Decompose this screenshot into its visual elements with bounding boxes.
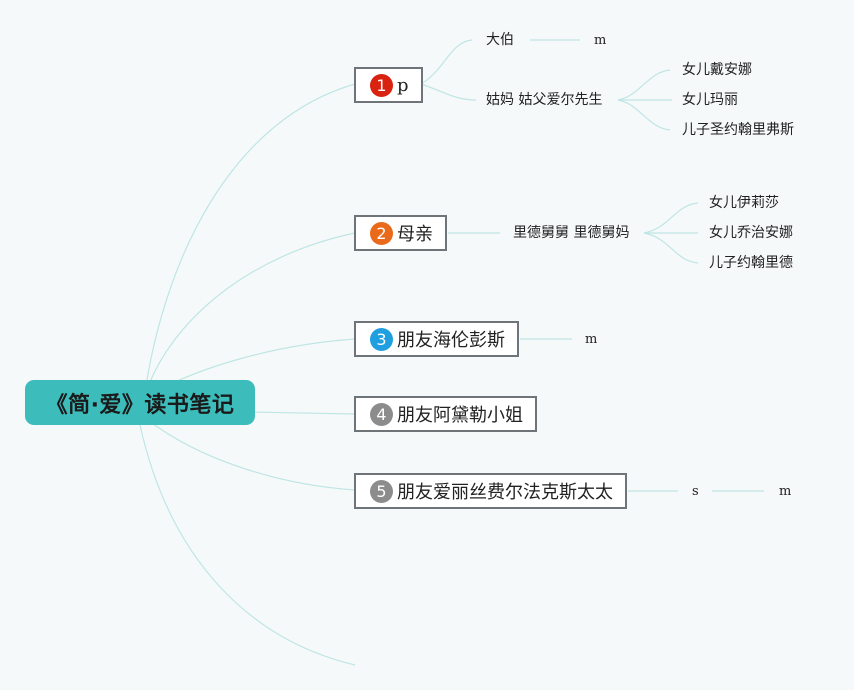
subtopic-alice-s[interactable]: s <box>692 484 699 499</box>
topic-2[interactable]: 2 母亲 <box>354 215 447 251</box>
topic-3[interactable]: 3 朋友海伦彭斯 <box>354 321 519 357</box>
link-lide-c1 <box>643 202 699 234</box>
link-root-topic-5 <box>147 419 356 491</box>
number-badge-icon: 2 <box>370 221 393 245</box>
root-topic[interactable]: 《简·爱》读书笔记 <box>25 380 255 425</box>
topic-1[interactable]: 1 p <box>354 67 423 103</box>
link-t1-guma <box>420 83 477 101</box>
link-root-topic-2 <box>144 232 356 396</box>
topic-5[interactable]: 5 朋友爱丽丝费尔法克斯太太 <box>354 473 627 509</box>
link-guma-c1 <box>617 69 671 101</box>
leaf-yilisha[interactable]: 女儿伊莉莎 <box>709 195 779 211</box>
subtopic-guma[interactable]: 姑妈 姑父爱尔先生 <box>486 92 603 108</box>
topic-4[interactable]: 4 朋友阿黛勒小姐 <box>354 396 537 432</box>
link-guma-c3 <box>617 99 671 131</box>
subtopic-alice-m[interactable]: m <box>779 484 792 499</box>
link-root-tail <box>139 424 356 666</box>
topic-3-label: 朋友海伦彭斯 <box>397 330 505 351</box>
leaf-yuehanlide[interactable]: 儿子约翰里德 <box>709 255 793 271</box>
subtopic-dabo-m[interactable]: m <box>594 33 607 48</box>
link-t1-dabo <box>420 39 473 85</box>
leaf-shengyuehan[interactable]: 儿子圣约翰里弗斯 <box>682 122 794 138</box>
number-badge-icon: 1 <box>370 73 393 97</box>
number-badge-icon: 5 <box>370 479 393 503</box>
topic-4-label: 朋友阿黛勒小姐 <box>397 405 523 426</box>
subtopic-helen-m[interactable]: m <box>585 332 598 347</box>
link-lide-c3 <box>643 232 699 264</box>
subtopic-lide[interactable]: 里德舅舅 里德舅妈 <box>513 225 630 241</box>
number-badge-icon: 4 <box>370 402 393 426</box>
topic-1-label: p <box>397 74 409 96</box>
topic-2-label: 母亲 <box>397 224 433 245</box>
number-badge-icon: 3 <box>370 327 393 351</box>
leaf-qiaozhianna[interactable]: 女儿乔治安娜 <box>709 225 793 241</box>
topic-5-label: 朋友爱丽丝费尔法克斯太太 <box>397 482 613 503</box>
leaf-mali[interactable]: 女儿玛丽 <box>682 92 738 108</box>
subtopic-dabo[interactable]: 大伯 <box>486 32 514 48</box>
link-root-topic-1 <box>144 83 356 393</box>
root-label: 《简·爱》读书笔记 <box>45 392 235 418</box>
leaf-daianna[interactable]: 女儿戴安娜 <box>682 62 752 78</box>
